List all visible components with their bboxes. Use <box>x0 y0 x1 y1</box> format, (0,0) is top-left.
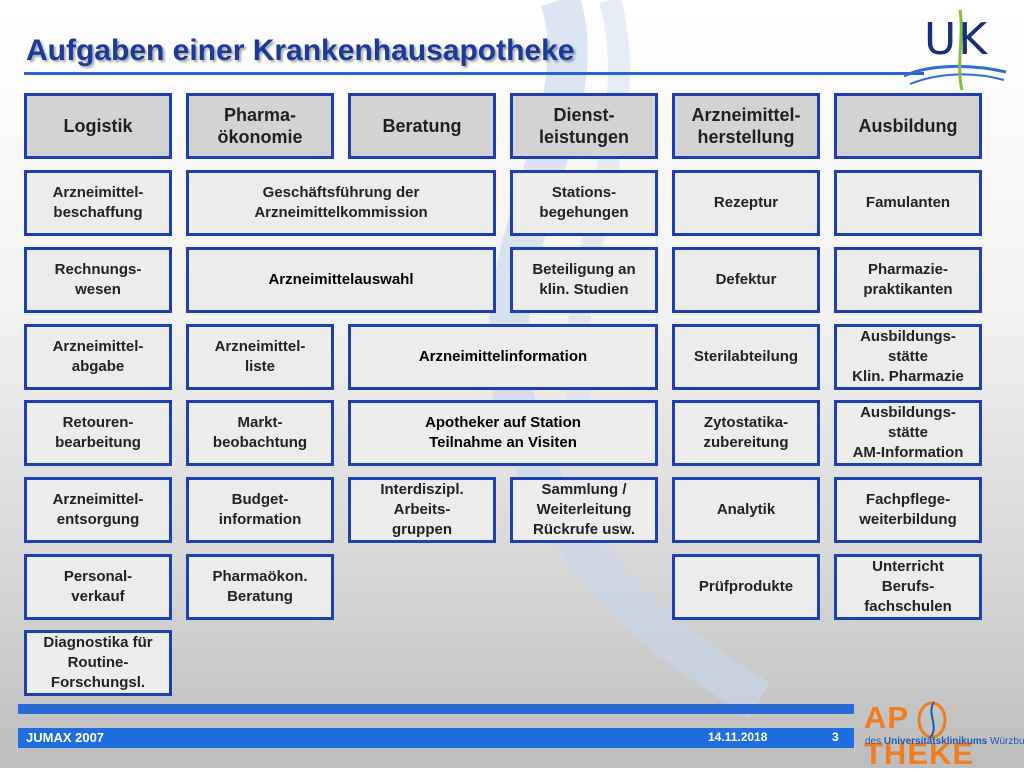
apotheke-subtitle: des Universitätsklinikums Würzburg <box>865 736 1024 747</box>
uk-logo-icon <box>903 9 1007 91</box>
footer-date: 14.11.2018 <box>708 730 768 744</box>
cell-pharmaoek-2: Markt- beobachtung <box>186 400 334 466</box>
cell-logistik-6: Personal- verkauf <box>24 554 172 620</box>
apotheke-logo-icon <box>917 701 947 739</box>
cell-dienst-2: Beteiligung an klin. Studien <box>510 247 658 313</box>
cell-ausbildung-2: Pharmazie- praktikanten <box>834 247 982 313</box>
cell-geschaeftsfuehrung: Geschäftsführung der Arzneimittelkommiss… <box>186 170 496 236</box>
footer-bar <box>18 728 854 748</box>
apotheke-wordmark: AP THEKE <box>864 700 975 771</box>
title-underline <box>24 72 924 75</box>
uk-logo-text: UK <box>924 14 990 65</box>
page-number: 3 <box>832 730 839 744</box>
cell-dienst-3: Sammlung / Weiterleitung Rückrufe usw. <box>510 477 658 543</box>
cell-herstellung-2: Defektur <box>672 247 820 313</box>
header-beratung: Beratung <box>348 93 496 159</box>
cell-pharmaoek-4: Pharmaökon. Beratung <box>186 554 334 620</box>
header-logistik: Logistik <box>24 93 172 159</box>
cell-logistik-3: Arzneimittel- abgabe <box>24 324 172 390</box>
cell-arzneimittelinformation: Arzneimittelinformation <box>348 324 658 390</box>
header-ausbildung: Ausbildung <box>834 93 982 159</box>
cell-ausbildung-6: Unterricht Berufs- fachschulen <box>834 554 982 620</box>
cell-beratung-interdisziplinaer: Interdiszipl. Arbeits- gruppen <box>348 477 496 543</box>
footer-rule <box>18 704 854 714</box>
cell-logistik-5: Arzneimittel- entsorgung <box>24 477 172 543</box>
cell-logistik-7: Diagnostika für Routine- Forschungsl. <box>24 630 172 696</box>
cell-pharmaoek-3: Budget- information <box>186 477 334 543</box>
cell-herstellung-5: Analytik <box>672 477 820 543</box>
cell-ausbildung-5: Fachpflege- weiterbildung <box>834 477 982 543</box>
cell-ausbildung-3: Ausbildungs- stätte Klin. Pharmazie <box>834 324 982 390</box>
header-dienstleistungen: Dienst- leistungen <box>510 93 658 159</box>
cell-ausbildung-4: Ausbildungs- stätte AM-Information <box>834 400 982 466</box>
cell-logistik-2: Rechnungs- wesen <box>24 247 172 313</box>
cell-dienst-1: Stations- begehungen <box>510 170 658 236</box>
cell-herstellung-3: Sterilabteilung <box>672 324 820 390</box>
footer-label: JUMAX 2007 <box>26 730 105 745</box>
page-title: Aufgaben einer Krankenhausapotheke <box>26 34 575 67</box>
cell-herstellung-1: Rezeptur <box>672 170 820 236</box>
cell-herstellung-6: Prüfprodukte <box>672 554 820 620</box>
cell-herstellung-4: Zytostatika- zubereitung <box>672 400 820 466</box>
cell-logistik-4: Retouren- bearbeitung <box>24 400 172 466</box>
header-arzneimittelherstellung: Arzneimittel- herstellung <box>672 93 820 159</box>
cell-pharmaoek-1: Arzneimittel- liste <box>186 324 334 390</box>
cell-apotheker-auf-station: Apotheker auf Station Teilnahme an Visit… <box>348 400 658 466</box>
cell-arzneimittelauswahl: Arzneimittelauswahl <box>186 247 496 313</box>
header-pharmaoekonomie: Pharma- ökonomie <box>186 93 334 159</box>
cell-logistik-1: Arzneimittel- beschaffung <box>24 170 172 236</box>
cell-ausbildung-1: Famulanten <box>834 170 982 236</box>
